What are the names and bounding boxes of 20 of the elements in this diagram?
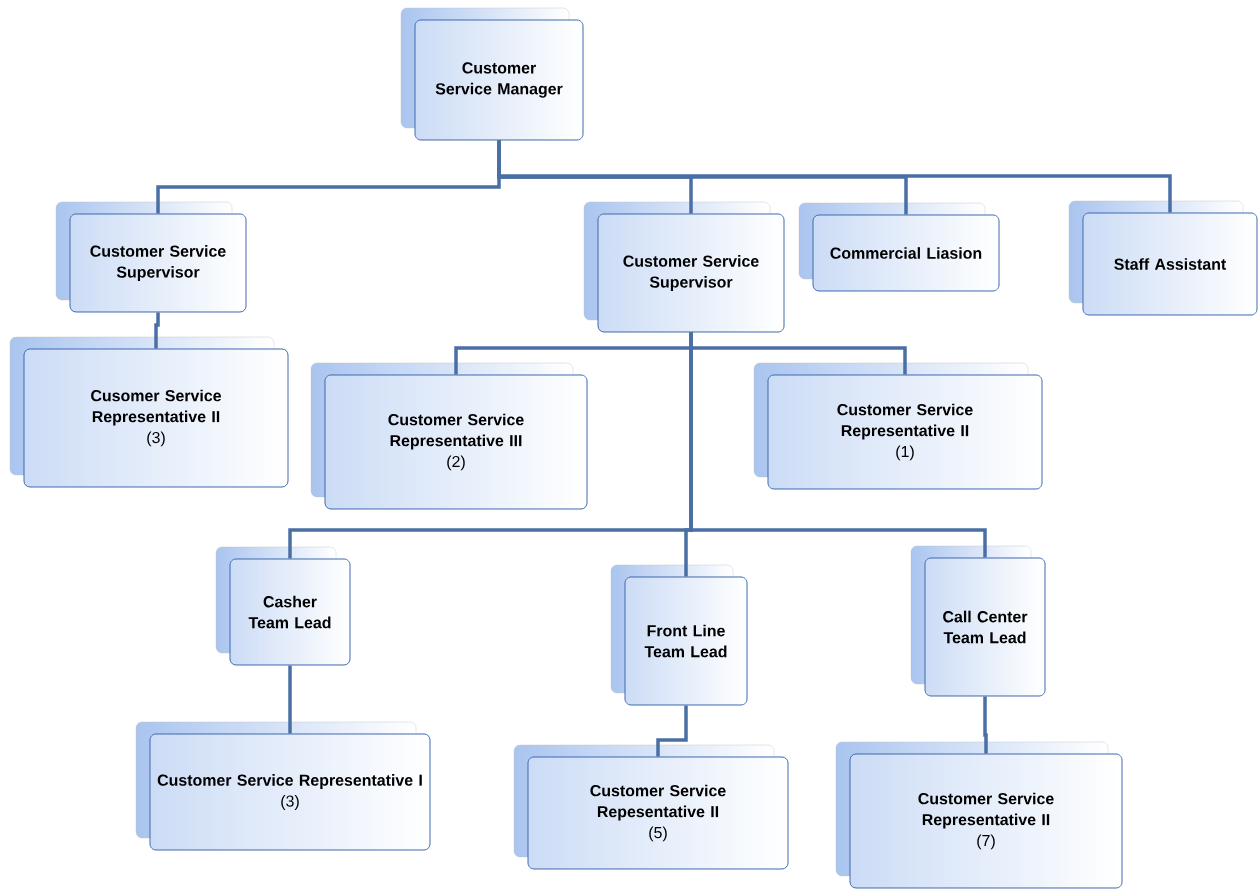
connector-line bbox=[656, 705, 688, 757]
org-box: Call Center Team Lead bbox=[910, 545, 1046, 697]
org-box: Customer Service Representative II (1) bbox=[753, 362, 1043, 490]
org-box: Customer Service Repesentative II (5) bbox=[513, 744, 789, 870]
org-box: Casher Team Lead bbox=[215, 546, 351, 666]
org-box: Customer Service Supervisor bbox=[55, 201, 247, 313]
org-box: Customer Service Representative I (3) bbox=[135, 721, 431, 851]
org-box: Customer Service Manager bbox=[400, 7, 584, 141]
connector-line bbox=[689, 332, 987, 558]
connector-line bbox=[983, 696, 988, 754]
connector-line bbox=[497, 140, 1172, 213]
org-box: Customer Service Supervisor bbox=[583, 201, 785, 333]
org-box: Staff Assistant bbox=[1068, 200, 1258, 316]
org-box: Customer Service Representative III (2) bbox=[310, 362, 588, 510]
org-box: Commercial Liasion bbox=[798, 202, 1000, 292]
org-box: Cusomer Service Representative II (3) bbox=[9, 336, 289, 488]
connector-line bbox=[288, 665, 292, 734]
org-box: Customer Service Representative II (7) bbox=[835, 741, 1123, 889]
connector-line bbox=[154, 312, 160, 349]
org-box: Front Line Team Lead bbox=[610, 564, 748, 706]
